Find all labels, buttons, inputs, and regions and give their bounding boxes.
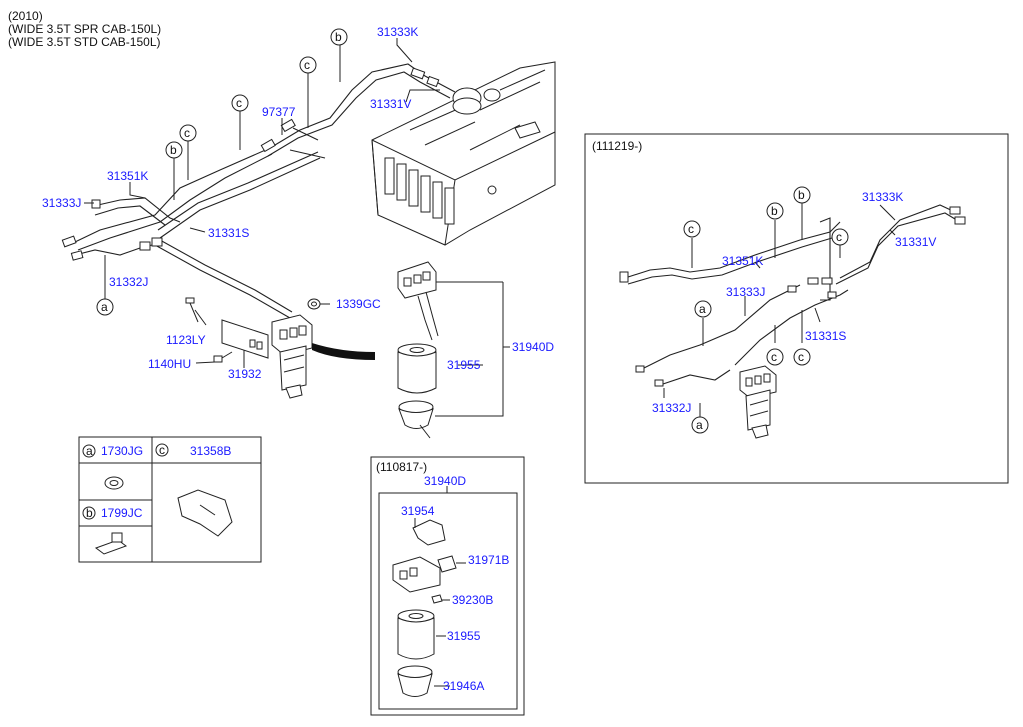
inset-111219 [584,133,1009,484]
diagram-year: (2010) [8,9,43,23]
inset-bubble-c: c [836,230,842,244]
fuel-tank [371,61,556,246]
bubble-b: b [170,143,177,157]
label-31351k: 31351K [107,169,148,183]
inset-label-39230b: 39230B [452,593,493,607]
label-1140hu: 1140HU [148,357,191,371]
label-1339gc: 1339GC [336,297,381,311]
label-31955: 31955 [447,358,481,372]
inset-label-31351k: 31351K [722,254,763,268]
inset-bubble-a: a [696,418,703,432]
label-31332j: 31332J [109,275,148,289]
inset-label-31946a: 31946A [443,679,484,693]
legend-bubble-b: b [86,506,93,520]
inset-label-31331v: 31331V [895,235,936,249]
inset-bubble-a: a [699,302,706,316]
bubble-a: a [101,300,108,314]
legend-code-1730jg: 1730JG [101,444,143,458]
inset-110817 [370,456,525,716]
label-31333j: 31333J [42,196,81,210]
filter-exploded-main [397,261,439,439]
legend-code-31358b: 31358B [190,444,231,458]
inset-bubble-b: b [771,204,778,218]
inset-label-31971b: 31971B [468,553,509,567]
inset-110817-title: (110817-) [376,460,427,474]
fuel-lines-main [61,63,456,319]
legend-bubble-a: a [86,444,93,458]
model-variant-std: (WIDE 3.5T STD CAB-150L) [8,35,161,49]
label-31940d: 31940D [512,340,554,354]
legend-bubble-c: c [159,443,165,457]
legend-code-1799jc: 1799JC [101,506,143,520]
label-97377: 97377 [262,105,296,119]
inset-bubble-b: b [798,188,805,202]
inset-bubble-c: c [798,350,804,364]
bubble-b: b [335,30,342,44]
bubble-c: c [184,126,190,140]
label-31331s: 31331S [208,226,249,240]
inset-label-31954: 31954 [401,504,435,518]
inset-bubble-c: c [771,350,777,364]
label-1123ly: 1123LY [166,333,206,347]
inset-label-31332j: 31332J [652,401,691,415]
callout-bubbles-main [96,28,348,316]
inset-label-31333j: 31333J [726,285,765,299]
inset-110817-assembly: 31940D [424,474,466,488]
bubble-c: c [304,58,310,72]
inset-111219-title: (111219-) [592,139,642,153]
inset-label-31331s: 31331S [805,329,846,343]
leader-lines-main [84,38,510,417]
inset-label-31955: 31955 [447,629,481,643]
label-31331v: 31331V [370,97,411,111]
legend-table [78,436,262,563]
fuel-filter-assembly [185,297,375,399]
bubble-c: c [236,96,242,110]
inset-bubble-c: c [688,222,694,236]
label-31932: 31932 [228,367,262,381]
label-31333k: 31333K [377,25,418,39]
model-variant-spr: (WIDE 3.5T SPR CAB-150L) [8,22,162,36]
inset-label-31333k: 31333K [862,190,903,204]
